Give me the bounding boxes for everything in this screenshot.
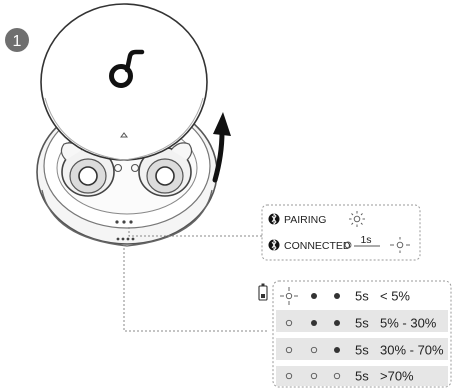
battery-row: 5s >70% [285,369,414,384]
battery-row: 5s 30% - 70% [285,343,444,358]
led-off-icon [285,372,293,380]
battery-panel: 5s < 5% 5s 5% - 30% 5s 30% - 70% 5s >70% [258,280,452,388]
left-contact [113,163,123,173]
battery-duration: 5s [355,343,369,358]
battery-duration: 5s [355,289,369,304]
blink-interval: 1s [360,234,371,246]
led-on-icon [334,293,340,299]
case-lid [40,3,208,161]
led-off-icon [344,241,352,249]
right-contact [130,163,140,173]
led-off-icon [285,319,293,327]
step-badge: 1 [5,28,29,52]
pairing-row: PAIRING [268,211,365,227]
right-earbud [138,142,193,197]
battery-icon [258,283,268,301]
led-on-icon [311,293,317,299]
led-off-icon [285,346,293,354]
led-blink-icon [280,287,298,305]
led-flash-icon [390,237,410,253]
battery-led-indicators [116,237,135,241]
battery-row: 5s < 5% [280,287,410,305]
pairing-label: PAIRING [284,214,326,226]
connected-row: CONNECTED 1s [268,234,410,253]
battery-row: 5s 5% - 30% [285,316,437,331]
led-off-icon [310,346,318,354]
battery-row-bg [276,366,448,386]
battery-row-bg [276,338,448,360]
battery-range: >70% [380,369,414,384]
open-lid-arrow [212,112,231,183]
led-off-icon [333,372,341,380]
battery-duration: 5s [355,316,369,331]
led-off-icon [310,372,318,380]
status-panel: PAIRING CONNECTED 1s [261,204,421,261]
brand-logo [109,49,145,88]
leader-lines [123,227,268,332]
battery-range: < 5% [380,289,410,304]
battery-row-bg [276,310,448,332]
led-on-icon [311,320,317,326]
led-on-icon [334,347,340,353]
case-led-indicators [115,220,133,224]
connected-label: CONNECTED [284,240,351,252]
battery-duration: 5s [355,369,369,384]
led-on-icon [334,320,340,326]
led-blinking-icon [349,211,365,227]
lid-hinge-mark [120,132,128,138]
step-number: 1 [13,33,22,50]
battery-range: 30% - 70% [380,343,444,358]
battery-range: 5% - 30% [380,316,437,331]
